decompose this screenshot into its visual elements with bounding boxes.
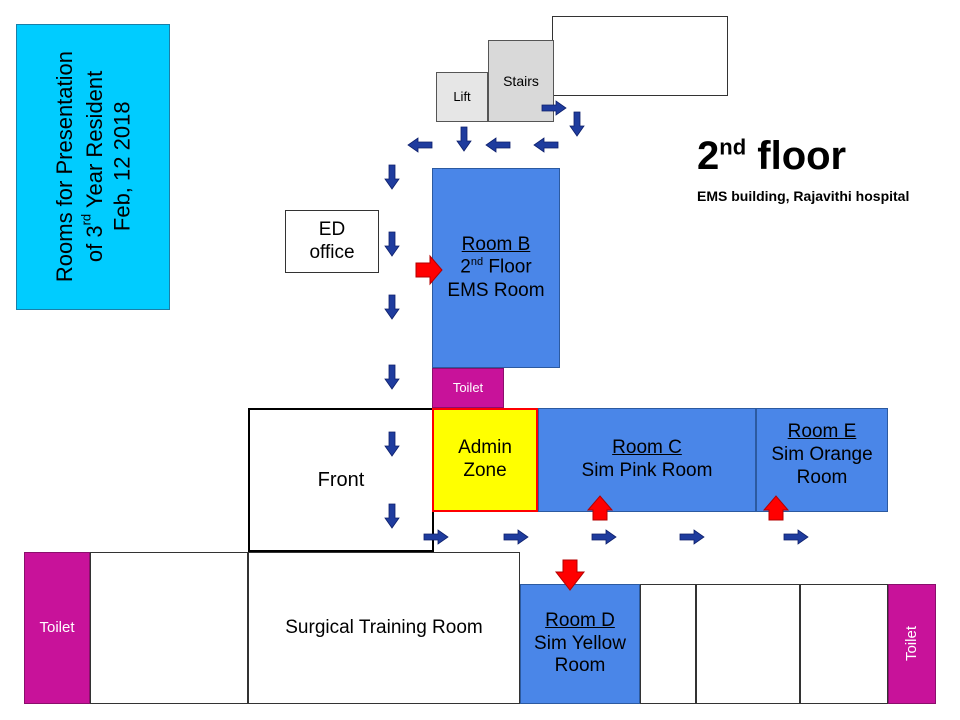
front-room: Front <box>248 408 434 552</box>
ed-office-line-1: ED <box>318 218 346 240</box>
path-arrow-right-6 <box>783 529 809 545</box>
path-arrow-left-2 <box>485 137 511 153</box>
path-arrow-right-2 <box>423 529 449 545</box>
surgical-label: Surgical Training Room <box>285 616 483 638</box>
room-e-name: Room E <box>787 421 857 442</box>
bottom-blank-room-1 <box>640 584 696 704</box>
bottom-blank-room-left <box>90 552 248 704</box>
floor-subtitle: EMS building, Rajavithi hospital <box>697 188 910 204</box>
room-e: Room E Sim Orange Room <box>756 408 888 512</box>
room-b-name: Room B <box>461 233 531 255</box>
path-arrow-left-3 <box>407 137 433 153</box>
surgical-training-room: Surgical Training Room <box>248 552 520 704</box>
room-b: Room B 2nd Floor EMS Room <box>432 168 560 368</box>
red-arrow-room-b <box>415 254 443 286</box>
path-arrow-right-4 <box>591 529 617 545</box>
admin-line-2: Zone <box>463 460 507 481</box>
room-c-desc: Sim Pink Room <box>581 460 713 481</box>
path-arrow-down-2 <box>456 126 472 152</box>
admin-line-1: Admin <box>458 437 512 459</box>
stairs-label: Stairs <box>503 73 539 89</box>
title-box: Rooms for Presentation of 3rd Year Resid… <box>16 24 170 310</box>
stairs-room: Stairs <box>488 40 554 122</box>
ed-office-line-2: office <box>309 241 355 263</box>
room-b-desc-2: EMS Room <box>447 279 545 301</box>
path-arrow-down-7 <box>384 431 400 457</box>
path-arrow-right-3 <box>503 529 529 545</box>
path-arrow-down-6 <box>384 364 400 390</box>
room-e-desc-1: Sim Orange <box>771 443 873 465</box>
path-arrow-right-5 <box>679 529 705 545</box>
room-d-name: Room D <box>545 609 615 631</box>
red-arrow-room-c <box>586 495 614 521</box>
red-arrow-room-e <box>762 495 790 521</box>
room-d-desc-2: Room <box>554 655 606 677</box>
floor-heading: 2nd floor <box>697 134 847 178</box>
lift-label: Lift <box>453 89 471 105</box>
admin-zone: Admin Zone <box>432 408 538 512</box>
toilet-right: Toilet <box>888 584 936 704</box>
path-arrow-down-4 <box>384 231 400 257</box>
path-arrow-left-1 <box>533 137 559 153</box>
red-arrow-room-d <box>554 559 586 591</box>
room-d: Room D Sim Yellow Room <box>520 584 640 704</box>
top-blank-room <box>552 16 728 96</box>
toilet-left-label: Toilet <box>39 619 75 636</box>
room-c-name: Room C <box>612 437 682 459</box>
path-arrow-right-1 <box>541 100 567 116</box>
room-e-desc-2: Room <box>796 466 848 488</box>
room-d-desc-1: Sim Yellow <box>534 632 626 654</box>
bottom-blank-room-2 <box>696 584 800 704</box>
path-arrow-down-1 <box>569 111 585 137</box>
toilet-small-label: Toilet <box>452 380 484 396</box>
path-arrow-down-5 <box>384 294 400 320</box>
bottom-blank-room-3 <box>800 584 888 704</box>
room-c: Room C Sim Pink Room <box>538 408 756 512</box>
toilet-left: Toilet <box>24 552 90 704</box>
ed-office: ED office <box>285 210 379 273</box>
front-label: Front <box>317 469 365 491</box>
lift-room: Lift <box>436 72 488 122</box>
path-arrow-down-3 <box>384 164 400 190</box>
path-arrow-down-8 <box>384 503 400 529</box>
room-b-desc-1: 2nd Floor <box>460 256 532 278</box>
toilet-small: Toilet <box>432 368 504 408</box>
